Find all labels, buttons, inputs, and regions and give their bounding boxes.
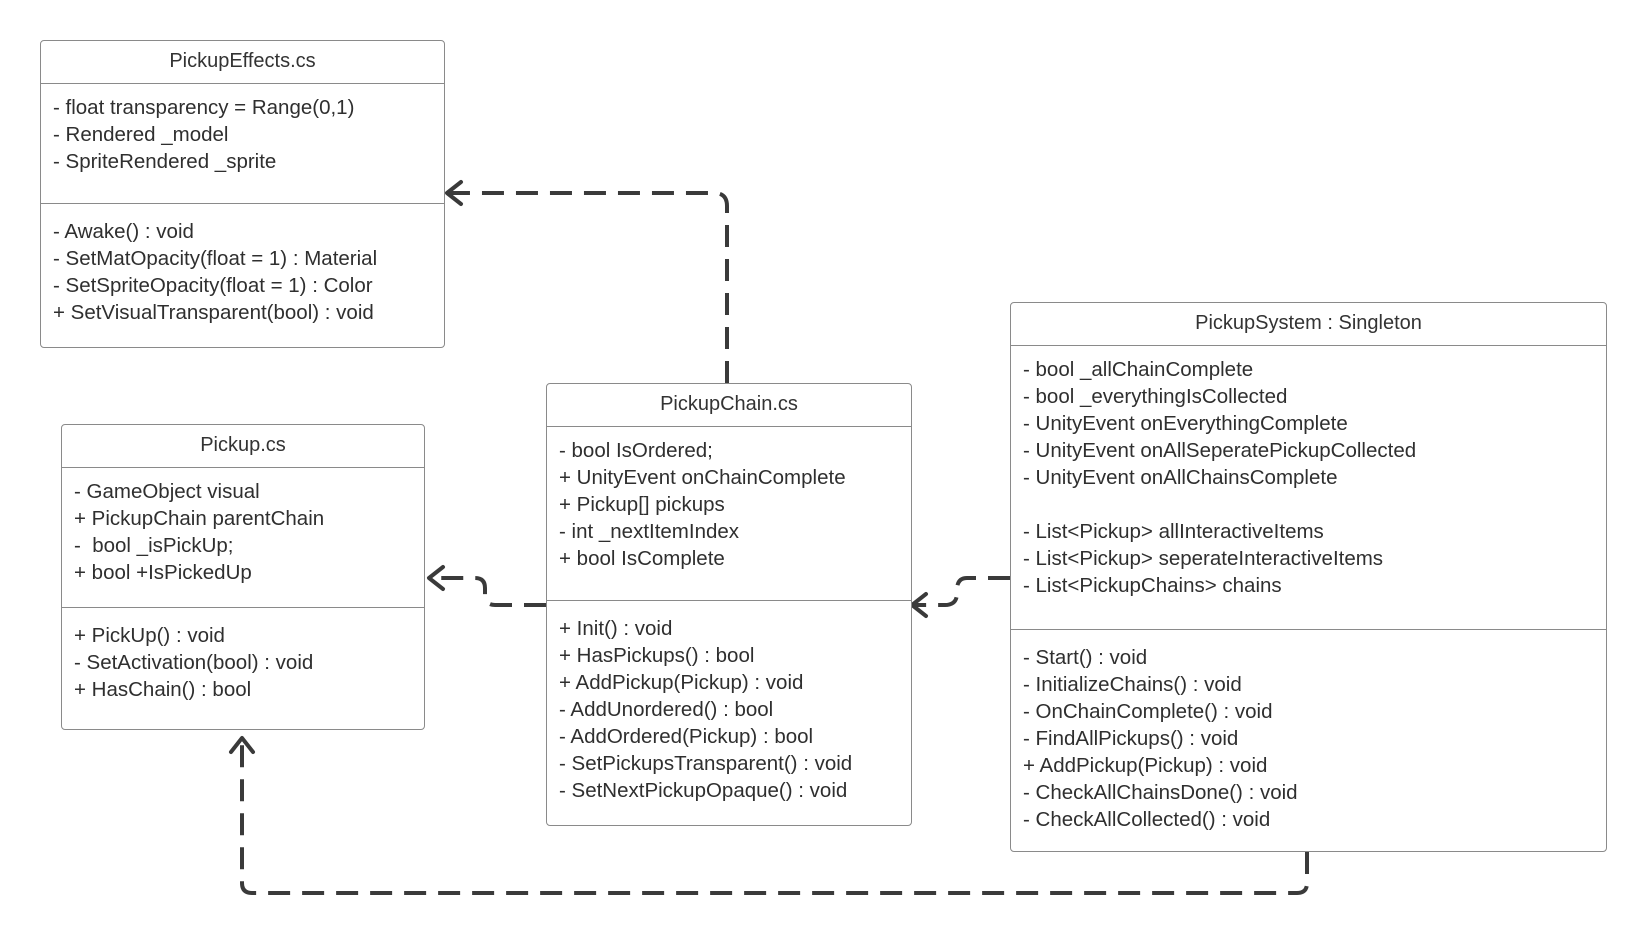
attribute: - bool _allChainComplete <box>1023 358 1254 381</box>
attribute: + PickupChain parentChain <box>74 507 325 530</box>
connector-chain-to-pickup <box>429 576 546 607</box>
attributes-section: - bool _allChainComplete - bool _everyth… <box>1011 346 1606 630</box>
attribute: - GameObject visual <box>74 480 260 503</box>
arrowhead-effects <box>445 180 463 206</box>
method: - Awake() : void <box>53 220 194 243</box>
attribute: + bool +IsPickedUp <box>74 561 252 584</box>
attributes-section: - bool IsOrdered; + UnityEvent onChainCo… <box>547 427 911 601</box>
arrowhead-pickup-bottom <box>229 736 255 754</box>
method: + Init() : void <box>559 617 673 640</box>
method: + SetVisualTransparent(bool) : void <box>53 301 374 324</box>
method: - FindAllPickups() : void <box>1023 727 1239 750</box>
attribute: - Rendered _model <box>53 123 229 146</box>
attribute: - bool _isPickUp; <box>74 534 234 557</box>
methods-section: - Start() : void - InitializeChains() : … <box>1011 630 1606 841</box>
class-pickup-system[interactable]: PickupSystem : Singleton - bool _allChai… <box>1010 302 1607 852</box>
methods-section: - Awake() : void - SetMatOpacity(float =… <box>41 204 444 334</box>
method: - SetMatOpacity(float = 1) : Material <box>53 247 378 270</box>
method: - SetSpriteOpacity(float = 1) : Color <box>53 274 373 297</box>
method: + PickUp() : void <box>74 624 225 647</box>
method: - SetActivation(bool) : void <box>74 651 314 674</box>
method: + HasPickups() : bool <box>559 644 755 667</box>
method: + HasChain() : bool <box>74 678 252 701</box>
method: - SetPickupsTransparent() : void <box>559 752 853 775</box>
attribute: + bool IsComplete <box>559 547 725 570</box>
attribute: - float transparency = Range(0,1) <box>53 96 355 119</box>
connector-system-to-chain <box>912 576 1010 607</box>
attribute: + UnityEvent onChainComplete <box>559 466 846 489</box>
method: - InitializeChains() : void <box>1023 673 1242 696</box>
method: + AddPickup(Pickup) : void <box>559 671 804 694</box>
method: - Start() : void <box>1023 646 1148 669</box>
class-title: PickupEffects.cs <box>41 41 444 84</box>
class-pickup-chain[interactable]: PickupChain.cs - bool IsOrdered; + Unity… <box>546 383 912 826</box>
method: - AddOrdered(Pickup) : bool <box>559 725 814 748</box>
class-title: Pickup.cs <box>62 425 424 468</box>
arrowhead-chain-right <box>910 592 928 618</box>
attribute: - UnityEvent onAllChainsComplete <box>1023 466 1338 489</box>
class-pickup[interactable]: Pickup.cs - GameObject visual + PickupCh… <box>61 424 425 730</box>
attribute: - List<Pickup> seperateInteractiveItems <box>1023 547 1384 570</box>
attribute: + Pickup[] pickups <box>559 493 725 516</box>
method: - AddUnordered() : bool <box>559 698 774 721</box>
methods-section: + Init() : void + HasPickups() : bool + … <box>547 601 911 812</box>
methods-section: + PickUp() : void - SetActivation(bool) … <box>62 608 424 711</box>
attribute: - List<PickupChains> chains <box>1023 574 1282 597</box>
class-pickup-effects[interactable]: PickupEffects.cs - float transparency = … <box>40 40 445 348</box>
attribute: - bool _everythingIsCollected <box>1023 385 1288 408</box>
method: - OnChainComplete() : void <box>1023 700 1273 723</box>
method: - CheckAllCollected() : void <box>1023 808 1271 831</box>
attribute: - bool IsOrdered; <box>559 439 713 462</box>
attribute-spacer <box>1023 491 1594 518</box>
attribute: - SpriteRendered _sprite <box>53 150 277 173</box>
attribute: - List<Pickup> allInteractiveItems <box>1023 520 1324 543</box>
connector-chain-to-effects <box>447 191 729 383</box>
method: - SetNextPickupOpaque() : void <box>559 779 848 802</box>
class-title: PickupChain.cs <box>547 384 911 427</box>
method: + AddPickup(Pickup) : void <box>1023 754 1268 777</box>
attribute: - UnityEvent onAllSeperatePickupCollecte… <box>1023 439 1417 462</box>
attributes-section: - float transparency = Range(0,1) - Rend… <box>41 84 444 204</box>
attributes-section: - GameObject visual + PickupChain parent… <box>62 468 424 608</box>
attribute: - int _nextItemIndex <box>559 520 740 543</box>
arrowhead-pickup-left <box>427 565 445 591</box>
attribute: - UnityEvent onEverythingComplete <box>1023 412 1348 435</box>
class-title: PickupSystem : Singleton <box>1011 303 1606 346</box>
method: - CheckAllChainsDone() : void <box>1023 781 1298 804</box>
